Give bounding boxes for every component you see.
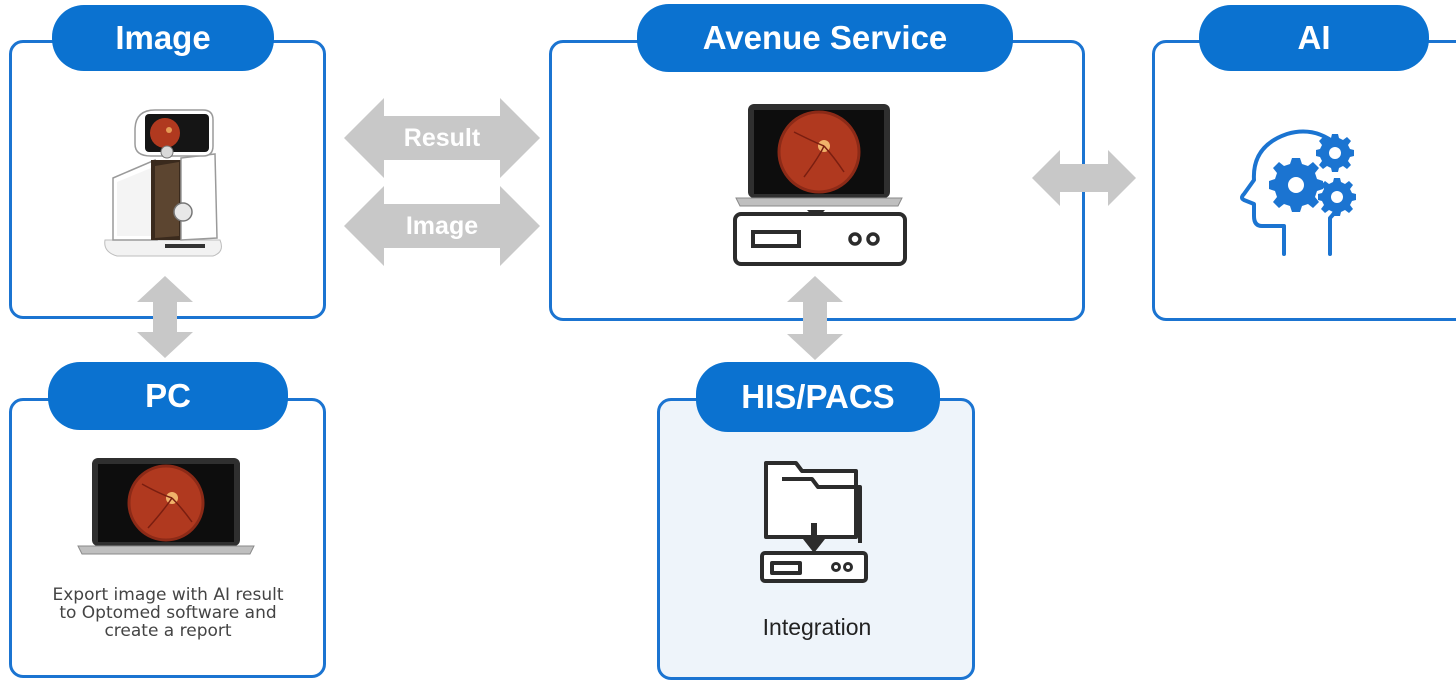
ai-title: AI	[1297, 19, 1331, 56]
image-pc-double-arrow	[137, 276, 193, 358]
pc-caption-line-1: Export image with AI result	[52, 585, 284, 605]
ai-head-gears-icon	[1232, 126, 1372, 260]
result-double-arrow	[344, 98, 540, 178]
pc-title: PC	[145, 377, 191, 414]
server-icon	[731, 208, 911, 268]
avenue-service-title-pill: Avenue Service	[637, 4, 1013, 72]
folder-download-icon	[756, 455, 872, 585]
image-arrow-label: Image	[405, 211, 479, 240]
pc-caption-line-3: create a report	[104, 621, 232, 641]
pc-laptop-retina-icon	[76, 456, 256, 558]
ai-title-pill: AI	[1199, 5, 1429, 71]
pc-caption-line-2: to Optomed software and	[59, 603, 277, 623]
avenue-service-title: Avenue Service	[702, 19, 948, 56]
his-pacs-title: HIS/PACS	[741, 378, 895, 415]
his-pacs-title-pill: HIS/PACS	[696, 362, 940, 432]
image-double-arrow	[344, 186, 540, 266]
result-arrow-label: Result	[403, 123, 481, 152]
image-title: Image	[115, 19, 211, 56]
avenue-his-double-arrow	[787, 276, 843, 360]
laptop-retina-icon	[734, 102, 904, 210]
pc-title-pill: PC	[48, 362, 288, 430]
fundus-camera-icon	[95, 100, 235, 260]
his-pacs-caption: Integration	[762, 614, 872, 640]
image-title-pill: Image	[52, 5, 274, 71]
avenue-ai-double-arrow	[1032, 150, 1136, 206]
